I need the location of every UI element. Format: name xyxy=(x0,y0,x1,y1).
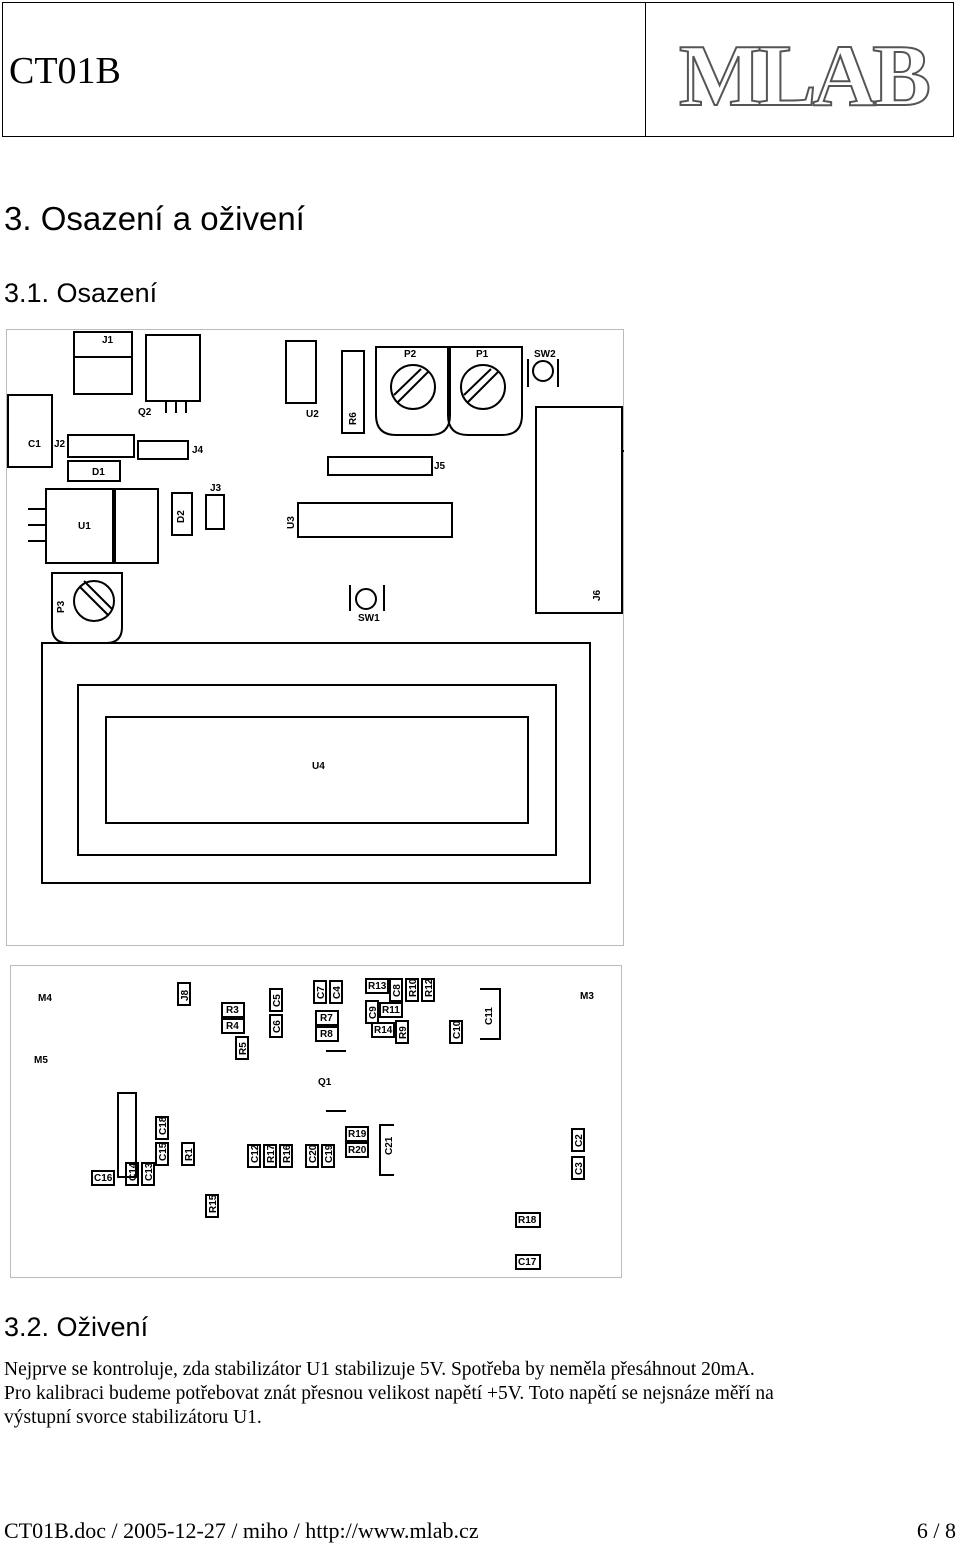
component-label: U3 xyxy=(286,516,297,529)
component-label: R15 xyxy=(208,1194,219,1213)
paragraph-line: Nejprve se kontroluje, zda stabilizátor … xyxy=(4,1359,755,1380)
component-label: C7 xyxy=(316,986,327,999)
logo-text: MLAB xyxy=(679,31,929,116)
bottom-layout-labels: M4 M5 M3 J8 R3 R4 R5 C5 C6 C7 C4 R7 R8 R… xyxy=(34,978,594,1268)
component-label: J2 xyxy=(54,439,66,450)
component-label: J1 xyxy=(102,335,114,346)
body-paragraph: Nejprve se kontroluje, zda stabilizátor … xyxy=(4,1358,956,1430)
page-footer: CT01B.doc / 2005-12-27 / miho / http://w… xyxy=(4,1518,956,1548)
top-layout-labels: J1 Q2 U2 R6 P2 P1 SW2 C1 J2 J4 D1 J5 J3 … xyxy=(28,335,603,772)
component-label: R9 xyxy=(398,1026,409,1039)
component-label: C20 xyxy=(308,1144,319,1163)
component-label: J8 xyxy=(180,989,191,1001)
subsection-title-oziveni: 3.2. Oživení xyxy=(4,1312,149,1342)
component-label: C16 xyxy=(94,1173,113,1184)
component-label: R6 xyxy=(348,412,359,425)
component-label: P2 xyxy=(404,349,417,360)
component-label: C3 xyxy=(574,1162,585,1175)
page-number: 6 / 8 xyxy=(916,1518,956,1543)
component-label: R19 xyxy=(348,1129,367,1140)
component-label: C10 xyxy=(452,1020,463,1039)
component-label: P3 xyxy=(56,600,67,613)
component-label: C18 xyxy=(158,1116,169,1135)
component-label: C8 xyxy=(392,984,403,997)
component-label: D2 xyxy=(176,510,187,523)
component-label: C2 xyxy=(574,1134,585,1147)
component-label: C6 xyxy=(272,1020,283,1033)
component-label: R3 xyxy=(226,1005,239,1016)
component-label: R13 xyxy=(368,981,387,992)
component-label: U4 xyxy=(312,761,325,772)
top-component-layout: J1 Q2 U2 R6 P2 P1 SW2 C1 J2 J4 D1 J5 J3 … xyxy=(6,329,624,946)
header-divider xyxy=(645,3,646,136)
component-label: SW1 xyxy=(358,613,380,624)
component-label: M5 xyxy=(34,1055,48,1066)
component-label: J5 xyxy=(434,461,446,472)
component-label: R7 xyxy=(320,1013,333,1024)
mlab-logo: MLAB xyxy=(678,31,934,116)
component-label: C9 xyxy=(368,1006,379,1019)
component-label: U2 xyxy=(306,409,319,420)
component-label: R20 xyxy=(348,1145,367,1156)
component-label: R1 xyxy=(184,1148,195,1161)
component-label: C15 xyxy=(158,1142,169,1161)
component-label: Q1 xyxy=(318,1077,332,1088)
component-label: C13 xyxy=(144,1162,155,1181)
component-label: C12 xyxy=(250,1144,261,1163)
component-label: U1 xyxy=(78,521,91,532)
component-label: C14 xyxy=(128,1162,139,1181)
component-label: J4 xyxy=(192,445,204,456)
component-label: R4 xyxy=(226,1021,239,1032)
component-label: J6 xyxy=(592,589,603,601)
component-label: C4 xyxy=(332,986,343,999)
component-label: SW2 xyxy=(534,349,556,360)
bottom-component-layout: M4 M5 M3 J8 R3 R4 R5 C5 C6 C7 C4 R7 R8 R… xyxy=(10,965,622,1278)
component-label: M4 xyxy=(38,993,52,1004)
subsection-title-osazeni: 3.1. Osazení xyxy=(4,278,158,308)
page-header: CT01B MLAB xyxy=(2,2,954,137)
component-label: R5 xyxy=(238,1042,249,1055)
component-label: R17 xyxy=(266,1144,277,1163)
component-label: C1 xyxy=(28,439,41,450)
section-title: 3. Osazení a oživení xyxy=(4,200,305,237)
component-label: R12 xyxy=(424,978,435,997)
doc-id: CT01B xyxy=(9,50,121,92)
component-label: C17 xyxy=(518,1257,537,1268)
component-label: M3 xyxy=(580,991,594,1002)
component-label: Q2 xyxy=(138,407,152,418)
component-label: R14 xyxy=(374,1025,393,1036)
paragraph-line: Pro kalibraci budeme potřebovat znát pře… xyxy=(4,1383,774,1404)
component-label: J3 xyxy=(210,483,222,494)
component-label: R18 xyxy=(518,1215,537,1226)
component-label: P1 xyxy=(476,349,489,360)
component-label: R10 xyxy=(408,978,419,997)
component-label: R8 xyxy=(320,1029,333,1040)
component-label: C19 xyxy=(324,1144,335,1163)
component-label: R16 xyxy=(282,1144,293,1163)
paragraph-line: výstupní svorce stabilizátoru U1. xyxy=(4,1407,262,1428)
component-label: C5 xyxy=(272,994,283,1007)
component-label: R11 xyxy=(382,1005,400,1016)
component-label: C21 xyxy=(384,1136,395,1155)
component-label: D1 xyxy=(92,467,105,478)
component-label: C11 xyxy=(484,1007,495,1025)
footer-doc-info: CT01B.doc / 2005-12-27 / miho / http://w… xyxy=(4,1518,479,1543)
